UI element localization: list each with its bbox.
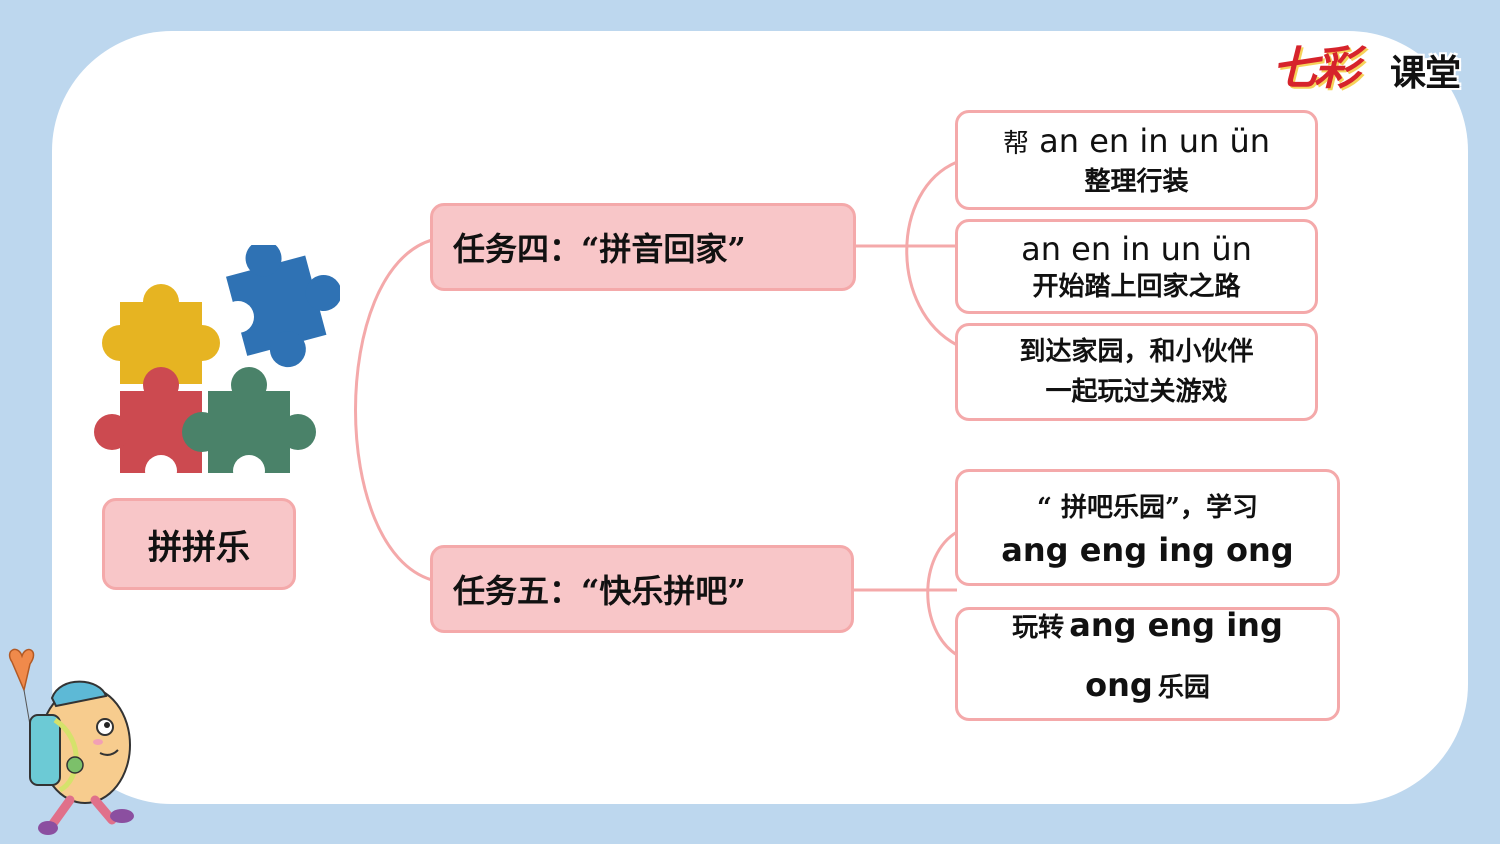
root-label: 拼拼乐 (148, 527, 250, 568)
branch-label: 任务四：“拼音回家” (453, 230, 746, 268)
root-node[interactable]: 拼拼乐 (102, 498, 296, 590)
branch-node-task4[interactable]: 任务四：“拼音回家” (430, 203, 856, 291)
logo-brand-b: 课堂 (1390, 53, 1461, 94)
leaf-line1: 到达家园，和小伙伴 (1019, 337, 1254, 367)
leaf-line2: 一起玩过关游戏 (1045, 377, 1228, 407)
leaf-line1: an en in un ün (1021, 229, 1252, 268)
leaf-line1: 帮 an en in un ün (1002, 121, 1271, 160)
leaf-line2: ong 乐园 (1085, 666, 1210, 704)
leaf-line1: 玩转 ang eng ing (1012, 606, 1283, 644)
mascot-egg-character (8, 648, 134, 835)
branch-node-task5[interactable]: 任务五：“快乐拼吧” (430, 545, 854, 633)
leaf-node[interactable]: an en in un ün 开始踏上回家之路 (955, 219, 1318, 314)
brand-logo: 七彩 课堂 (1272, 26, 1482, 106)
heart-balloon-icon (8, 648, 35, 693)
branch-label: 任务五：“快乐拼吧” (453, 572, 746, 610)
leaf-line1: “ 拼吧乐园”，学习 (1037, 492, 1258, 523)
leaf-line2: 整理行装 (1084, 166, 1189, 197)
leaf-line2: 开始踏上回家之路 (1032, 271, 1241, 302)
leaf-node[interactable]: 到达家园，和小伙伴 一起玩过关游戏 (955, 323, 1318, 421)
leaf-node[interactable]: 玩转 ang eng ing ong 乐园 (955, 606, 1340, 721)
leaf-line2: ang eng ing ong (1001, 530, 1294, 569)
puzzle-icon (94, 245, 340, 480)
leaf-node[interactable]: 帮 an en in un ün 整理行装 (955, 110, 1318, 210)
leaf-node[interactable]: “ 拼吧乐园”，学习 ang eng ing ong (955, 469, 1340, 586)
logo-brand-a: 七彩 (1272, 41, 1360, 95)
